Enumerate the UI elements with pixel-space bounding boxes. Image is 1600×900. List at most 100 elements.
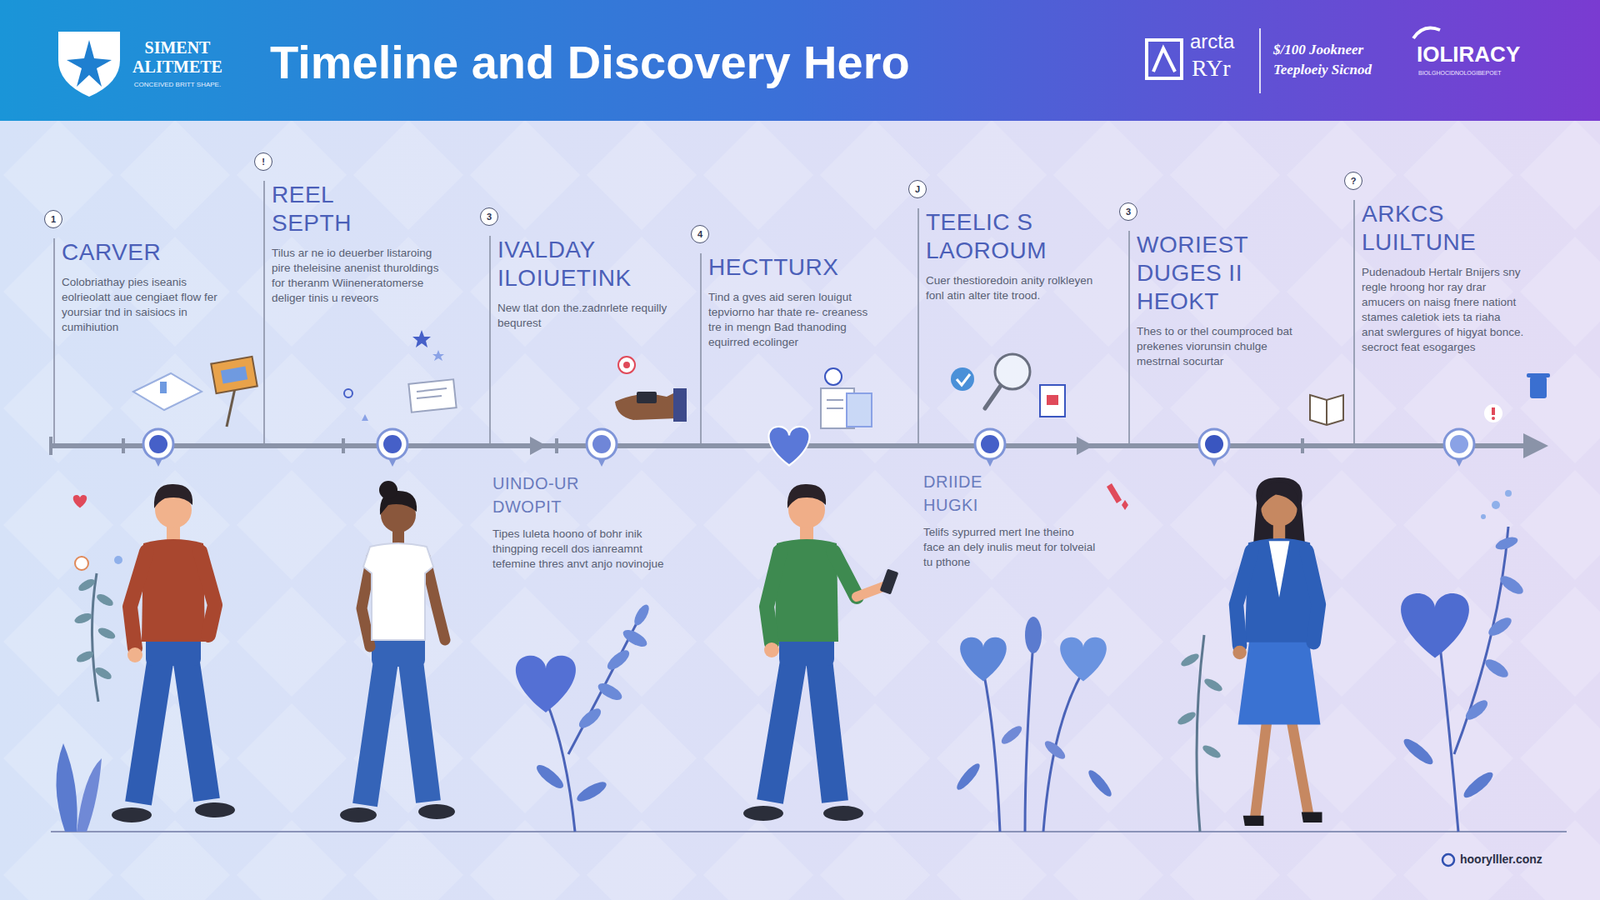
tick bbox=[1300, 438, 1305, 454]
leg bbox=[1255, 718, 1267, 817]
header-bar bbox=[0, 0, 1600, 121]
leaf bbox=[75, 649, 95, 665]
hand bbox=[1232, 645, 1246, 660]
milestone-text: Thes to or thel coumproced bat prekenes … bbox=[1136, 324, 1304, 370]
leaf bbox=[1025, 616, 1042, 654]
shoe bbox=[743, 805, 784, 821]
leg bbox=[365, 655, 387, 805]
arm bbox=[130, 551, 147, 649]
leg bbox=[410, 655, 429, 802]
shoe bbox=[823, 805, 864, 821]
logo-text: IOLIRACY bbox=[1416, 41, 1520, 68]
signboard bbox=[210, 356, 257, 394]
star-icon bbox=[432, 350, 445, 361]
spark-icon bbox=[361, 414, 369, 421]
man-figure bbox=[743, 484, 899, 821]
callout-number: 1 bbox=[44, 210, 63, 229]
leaf bbox=[55, 743, 77, 832]
tick bbox=[555, 438, 559, 454]
arm bbox=[1236, 551, 1253, 646]
alert-bar bbox=[1491, 407, 1495, 415]
stem bbox=[91, 573, 99, 702]
stem bbox=[545, 700, 575, 832]
hand-icon bbox=[615, 391, 677, 420]
page-title: Timeline and Discovery Hero bbox=[270, 35, 910, 90]
tick bbox=[341, 438, 345, 454]
skirt bbox=[1238, 635, 1321, 725]
leg bbox=[770, 651, 795, 802]
heart-flower bbox=[1400, 593, 1470, 659]
leaf bbox=[1202, 676, 1225, 695]
heart-flower bbox=[960, 637, 1007, 682]
arrowhead bbox=[1076, 436, 1094, 455]
milestone-heading: TEELIC S LAOROUM bbox=[925, 208, 1076, 265]
milestone-block: !REEL SEPTHTilus ar ne io deuerber lista… bbox=[263, 180, 451, 444]
logo-text: Teeploeiy Sicnod bbox=[1273, 61, 1372, 79]
milestone-text: Telifs sypurred mert Ine theino face an … bbox=[923, 525, 1096, 570]
shoe bbox=[195, 802, 235, 818]
milestone-text: Tipes luleta hoono of bohr inik thingpin… bbox=[492, 526, 674, 572]
star-icon bbox=[412, 330, 431, 348]
logo-tagline: BIOLGHOCIDNOLOGIBEPOET bbox=[1418, 70, 1502, 76]
tablet-detail bbox=[160, 381, 167, 394]
clipboard-icon bbox=[1040, 385, 1065, 417]
leaf bbox=[1497, 572, 1526, 598]
arrowhead bbox=[1523, 433, 1549, 459]
document-line bbox=[416, 388, 447, 392]
tablet-icon bbox=[133, 373, 202, 410]
book-icon bbox=[1310, 395, 1344, 425]
milestone-heading: DRIIDE HUGKI bbox=[923, 470, 1032, 517]
shield bbox=[58, 31, 120, 97]
alert-dot bbox=[1491, 416, 1495, 420]
leaf bbox=[93, 665, 114, 682]
milestone-heading: CARVER bbox=[61, 238, 225, 267]
document-icon bbox=[846, 393, 872, 427]
marker bbox=[1199, 429, 1230, 460]
check-mark bbox=[956, 374, 970, 385]
document-line bbox=[826, 399, 844, 401]
bubble bbox=[1480, 514, 1486, 520]
ring-icon bbox=[344, 389, 353, 398]
box-logo bbox=[1146, 40, 1182, 79]
arm bbox=[200, 551, 215, 635]
stem bbox=[1025, 641, 1034, 832]
marker bbox=[975, 429, 1005, 460]
leaf bbox=[574, 778, 610, 805]
bubble bbox=[1505, 490, 1512, 497]
marker-dot bbox=[1450, 435, 1469, 454]
milestone-heading: WORIEST DUGES II HEOKT bbox=[1136, 230, 1304, 316]
leaf bbox=[1042, 738, 1069, 762]
torso bbox=[363, 543, 434, 640]
marker bbox=[377, 429, 408, 460]
stem bbox=[1454, 526, 1509, 755]
badge-icon bbox=[825, 368, 842, 385]
leaf bbox=[575, 705, 605, 731]
spark-icon bbox=[1121, 500, 1129, 510]
woman-figure bbox=[1232, 477, 1322, 826]
plants bbox=[55, 490, 1526, 832]
logo-text: $/100 Jookneer bbox=[1273, 41, 1364, 59]
shoe bbox=[111, 807, 152, 823]
tick bbox=[121, 438, 125, 454]
bubble bbox=[1491, 500, 1500, 510]
hair-bun bbox=[379, 480, 398, 500]
milestone-text: Tilus ar ne io deuerber listaroing pire … bbox=[271, 245, 451, 306]
ground-pattern bbox=[0, 120, 1600, 900]
forearm bbox=[856, 586, 884, 597]
leg bbox=[185, 651, 207, 800]
callout-number: ! bbox=[254, 152, 273, 171]
alert-icon bbox=[1484, 404, 1503, 423]
heart-icon bbox=[73, 495, 87, 509]
shoe bbox=[1301, 812, 1323, 823]
milestone-heading: IVALDAY ILOIUETINK bbox=[497, 235, 685, 293]
woman-figure bbox=[340, 480, 455, 823]
sign-pole bbox=[226, 388, 235, 427]
clock-icon bbox=[75, 556, 89, 570]
logo-text: arcta bbox=[1190, 30, 1235, 54]
marker-dot bbox=[592, 435, 611, 454]
leaf bbox=[1085, 767, 1115, 800]
hair bbox=[787, 484, 826, 509]
leg bbox=[818, 651, 835, 802]
